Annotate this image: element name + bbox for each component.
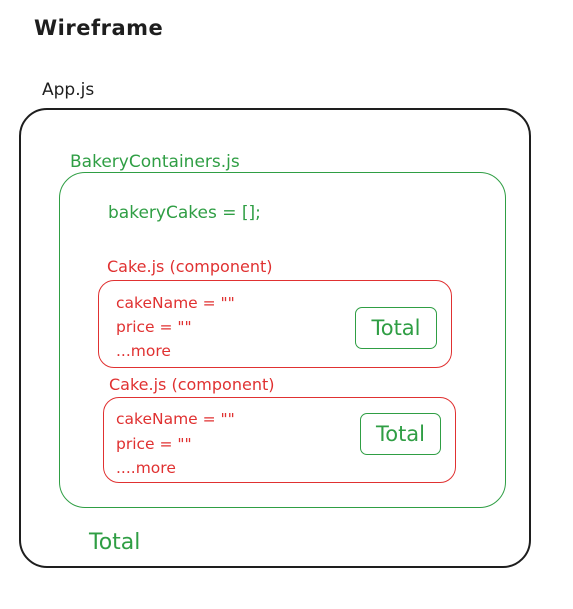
price-prop: price = "" bbox=[116, 435, 192, 453]
bakery-container-box bbox=[59, 172, 506, 508]
cake-component-box bbox=[103, 397, 456, 483]
total-button: Total bbox=[360, 413, 441, 455]
cake-component-box bbox=[98, 280, 452, 368]
cake-name-prop: cakeName = "" bbox=[116, 410, 235, 428]
more-prop: ...more bbox=[116, 342, 171, 360]
grand-total-label: Total bbox=[89, 530, 141, 555]
cake-name-prop: cakeName = "" bbox=[116, 294, 235, 312]
cake-component-label: Cake.js (component) bbox=[109, 375, 275, 394]
diagram-title: Wireframe bbox=[34, 16, 164, 40]
cake-component-label: Cake.js (component) bbox=[107, 257, 273, 276]
more-prop: ....more bbox=[116, 459, 176, 477]
total-button: Total bbox=[355, 307, 437, 349]
price-prop: price = "" bbox=[116, 318, 192, 336]
bakery-cakes-state: bakeryCakes = []; bbox=[108, 203, 261, 223]
app-box bbox=[19, 108, 531, 568]
app-label: App.js bbox=[42, 80, 95, 100]
bakery-container-label: BakeryContainers.js bbox=[70, 152, 240, 172]
